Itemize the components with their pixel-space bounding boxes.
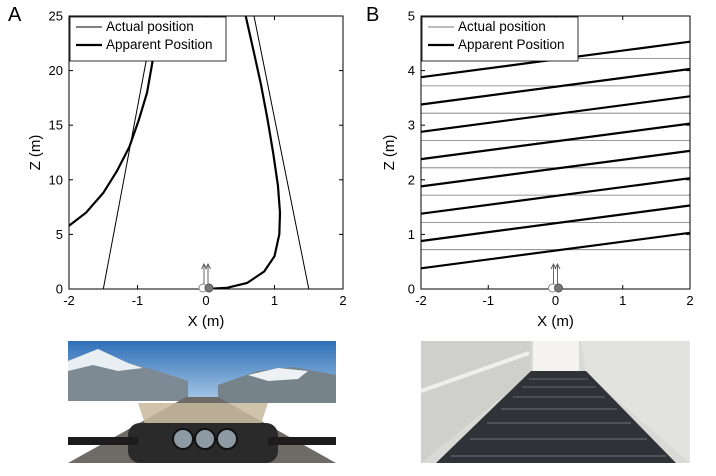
x-tick-label: 2 bbox=[339, 293, 346, 308]
left-wall bbox=[421, 341, 531, 463]
legend-entry-0: Actual position bbox=[458, 19, 546, 34]
series-0-line-1 bbox=[253, 16, 310, 289]
series-1-line-5 bbox=[421, 95, 690, 133]
x-tick-label: 1 bbox=[619, 293, 626, 308]
x-tick-label: -2 bbox=[63, 293, 75, 308]
x-tick-label: 2 bbox=[686, 293, 693, 308]
observer-arrowhead-1 bbox=[554, 262, 561, 270]
legend-entry-0: Actual position bbox=[106, 19, 194, 34]
handrail bbox=[421, 351, 530, 393]
legend-box bbox=[421, 16, 579, 62]
x-tick-label: 0 bbox=[202, 293, 209, 308]
series-1-line-3 bbox=[421, 149, 690, 188]
legend-entry-1: Apparent Position bbox=[458, 37, 565, 52]
y-axis-label: Z (m) bbox=[27, 135, 44, 171]
observer-eye-right bbox=[554, 283, 563, 293]
gauge-left bbox=[172, 428, 194, 450]
x-tick-label: -1 bbox=[482, 293, 494, 308]
series-1-line-0 bbox=[421, 231, 690, 270]
x-axis-label: X (m) bbox=[188, 313, 225, 330]
motorcycle-scene bbox=[68, 341, 336, 463]
stairs-photo bbox=[421, 341, 690, 463]
observer-eye-right bbox=[204, 283, 214, 293]
snow-left bbox=[68, 349, 143, 371]
y-tick-label: 15 bbox=[49, 118, 63, 133]
y-tick-label: 20 bbox=[49, 63, 63, 78]
observer-arrowhead-1 bbox=[205, 262, 211, 270]
observer-arrowhead-0 bbox=[201, 262, 207, 270]
series-1-line-2 bbox=[421, 177, 690, 215]
panel-letter-b: B bbox=[366, 4, 380, 26]
gauge-right bbox=[216, 428, 238, 450]
handlebar-left bbox=[68, 437, 138, 445]
handlebar-right bbox=[268, 437, 336, 445]
x-tick-label: -1 bbox=[132, 293, 144, 308]
series-0-line-0 bbox=[102, 16, 156, 289]
stairwell bbox=[436, 371, 676, 463]
series-1-line-1 bbox=[421, 204, 690, 243]
legend-box bbox=[69, 16, 227, 62]
stairs-scene bbox=[421, 341, 690, 463]
door-light bbox=[533, 341, 579, 373]
observer-arrowhead-0 bbox=[550, 262, 557, 270]
y-tick-label: 5 bbox=[56, 227, 63, 242]
series-1-line-4 bbox=[421, 122, 690, 161]
x-axis-label: X (m) bbox=[537, 313, 574, 330]
y-tick-label: 1 bbox=[408, 227, 415, 242]
snow-right bbox=[248, 368, 308, 381]
x-tick-label: 0 bbox=[552, 293, 559, 308]
chart-b: -2 -1 0 1 2 0 1 2 3 4 5 X (m) Z (m) Actual positionAp… bbox=[381, 9, 694, 331]
panel-letter-a: A bbox=[8, 4, 22, 26]
series-1-line-6 bbox=[421, 67, 690, 106]
gauge-mid bbox=[194, 428, 216, 450]
y-tick-label: 10 bbox=[49, 172, 63, 187]
y-axis-label: Z (m) bbox=[381, 135, 398, 171]
legend-entry-1: Apparent Position bbox=[106, 37, 213, 52]
y-tick-label: 5 bbox=[408, 9, 415, 24]
y-tick-label: 4 bbox=[408, 63, 415, 78]
y-tick-label: 25 bbox=[49, 9, 63, 24]
right-wall bbox=[581, 341, 690, 463]
y-tick-label: 0 bbox=[56, 282, 63, 297]
y-tick-label: 2 bbox=[408, 172, 415, 187]
y-tick-label: 0 bbox=[408, 282, 415, 297]
x-tick-label: 1 bbox=[271, 293, 278, 308]
x-tick-label: -2 bbox=[415, 293, 427, 308]
plot-area bbox=[421, 40, 690, 270]
mountain-right bbox=[218, 367, 336, 403]
series-1-line-1 bbox=[205, 16, 282, 289]
motorcycle-photo bbox=[68, 341, 336, 463]
y-tick-label: 3 bbox=[408, 118, 415, 133]
